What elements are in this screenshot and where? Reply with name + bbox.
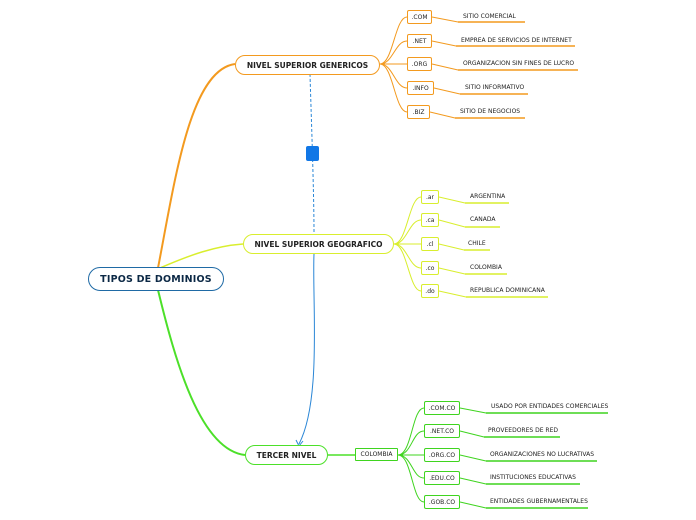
desc-com[interactable]: SITIO COMERCIAL: [463, 13, 516, 20]
desc-co[interactable]: COLOMBIA: [470, 264, 502, 271]
leaf-biz[interactable]: .BIZ: [407, 105, 430, 119]
leaf-org[interactable]: .ORG: [407, 57, 432, 71]
leaf-net[interactable]: .NET: [407, 34, 432, 48]
edge-gen-info: [379, 63, 408, 89]
edge-geo-ca: [393, 219, 422, 245]
leaf-gob-co[interactable]: .GOB.CO: [424, 495, 460, 509]
leaf-net-co[interactable]: .NET.CO: [424, 424, 460, 438]
edge-gen-biz: [379, 63, 408, 113]
desc-com-co[interactable]: USADO POR ENTIDADES COMERCIALES: [491, 403, 609, 410]
leaf-com-co[interactable]: .COM.CO: [424, 401, 460, 415]
relation-marker[interactable]: [306, 146, 319, 161]
edge-geo-ar: [393, 196, 422, 245]
desc-org[interactable]: ORGANIZACION SIN FINES DE LUCRO: [463, 60, 575, 67]
branch-geografico[interactable]: NIVEL SUPERIOR GEOGRAFICO: [243, 234, 394, 254]
underline-biz: [429, 111, 456, 119]
leaf-com[interactable]: .COM: [407, 10, 432, 24]
edge-root-tercer: [157, 289, 246, 456]
leaf-co[interactable]: .co: [421, 261, 439, 275]
relation-geografico-tercer: [298, 253, 315, 445]
desc-edu-co[interactable]: INSTITUCIONES EDUCATIVAS: [490, 474, 576, 481]
node-colombia[interactable]: COLOMBIA: [355, 448, 398, 461]
desc-biz[interactable]: SITIO DE NEGOCIOS: [460, 108, 521, 115]
desc-org-co[interactable]: ORGANIZACIONES NO LUCRATIVAS: [490, 451, 595, 458]
desc-net[interactable]: EMPREA DE SERVICIOS DE INTERNET: [461, 37, 572, 44]
edge-geo-do: [393, 243, 422, 292]
underline-net: [431, 40, 457, 47]
desc-do[interactable]: REPUBLICA DOMINICANA: [470, 287, 545, 294]
leaf-ar[interactable]: .ar: [421, 190, 439, 204]
underline-org: [431, 63, 459, 71]
root-node[interactable]: TIPOS DE DOMINIOS: [88, 267, 224, 291]
desc-ar[interactable]: ARGENTINA: [470, 193, 506, 200]
underline-info: [433, 87, 461, 95]
branch-genericos[interactable]: NIVEL SUPERIOR GENERICOS: [235, 55, 380, 75]
leaf-info[interactable]: .INFO: [407, 81, 434, 95]
desc-gob-co[interactable]: ENTIDADES GUBERNAMENTALES: [490, 498, 588, 505]
edge-gen-com: [379, 16, 408, 65]
underline-com: [431, 16, 459, 23]
desc-cl[interactable]: CHILE: [468, 240, 486, 247]
edge-gen-net: [379, 40, 408, 65]
edge-root-genericos: [157, 63, 236, 269]
leaf-ca[interactable]: .ca: [421, 213, 439, 227]
edge-col-gob: [397, 454, 425, 503]
leaf-org-co[interactable]: .ORG.CO: [424, 448, 460, 462]
desc-ca[interactable]: CANADA: [470, 216, 496, 223]
edge-col-com: [397, 407, 425, 456]
desc-info[interactable]: SITIO INFORMATIVO: [465, 84, 525, 91]
edge-geo-co: [393, 243, 422, 269]
leaf-do[interactable]: .do: [421, 284, 439, 298]
edge-root-geografico: [159, 243, 244, 269]
leaf-cl[interactable]: .cl: [421, 237, 439, 251]
branch-tercer-nivel[interactable]: TERCER NIVEL: [245, 445, 328, 465]
desc-net-co[interactable]: PROVEEDORES DE RED: [488, 427, 559, 434]
leaf-edu-co[interactable]: .EDU.CO: [424, 471, 460, 485]
edge-col-net: [397, 430, 425, 456]
